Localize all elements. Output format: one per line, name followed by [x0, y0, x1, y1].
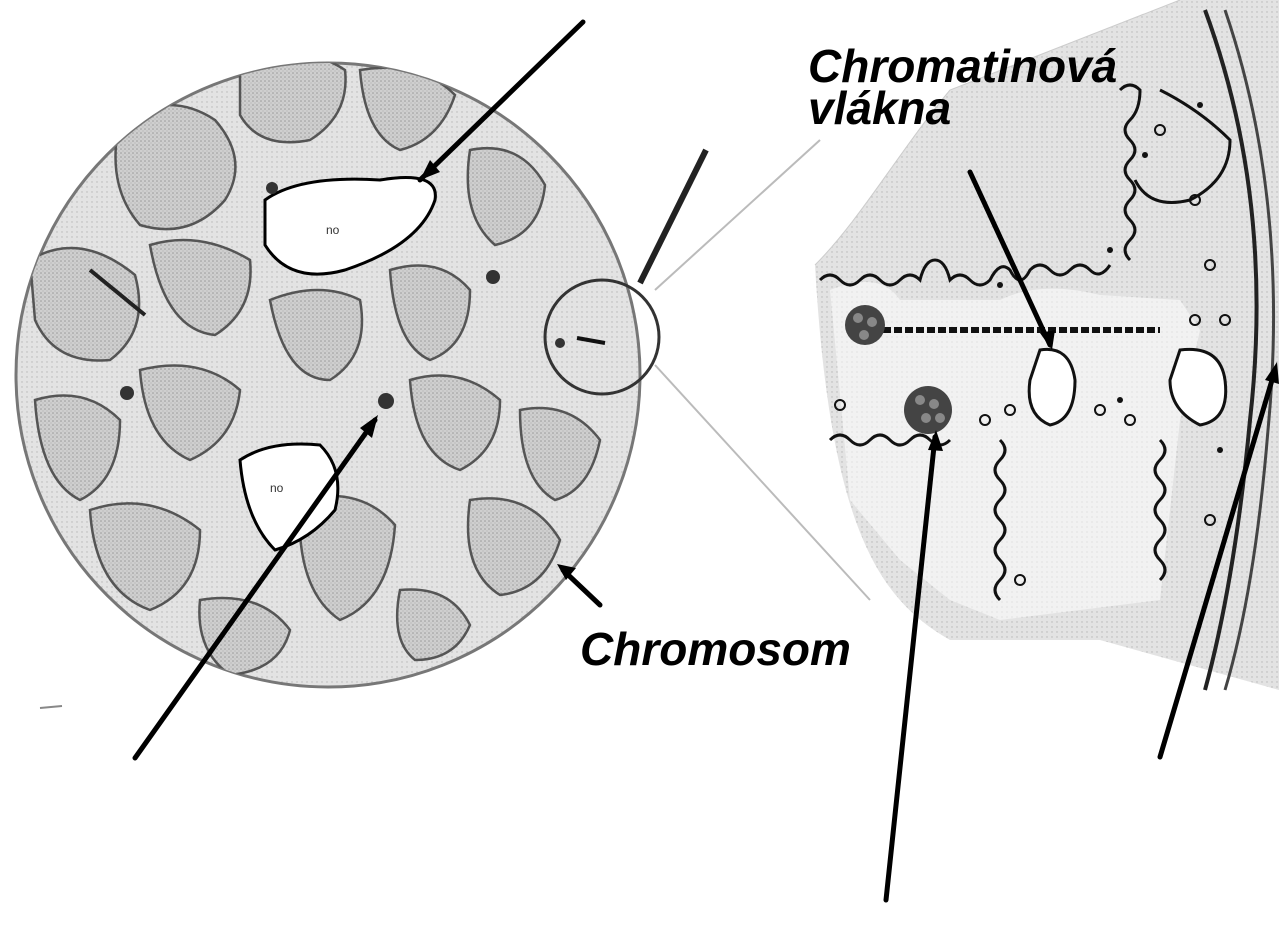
granule [378, 393, 394, 409]
magnifier-handle [640, 150, 706, 283]
nucleolus-label: no [326, 223, 340, 237]
granule [266, 182, 278, 194]
granule [555, 338, 565, 348]
nucleolus-label: no [270, 481, 284, 495]
granule [486, 270, 500, 284]
edge-mark [40, 706, 62, 708]
zoom-guide-line [655, 140, 820, 290]
tissue-section: no no [16, 54, 640, 687]
granule [120, 386, 134, 400]
chromatin-fibers-label: Chromatinová vlákna [808, 42, 1117, 132]
chromatin-fiber [1029, 349, 1075, 425]
chromosome-label: Chromosom [580, 625, 851, 673]
